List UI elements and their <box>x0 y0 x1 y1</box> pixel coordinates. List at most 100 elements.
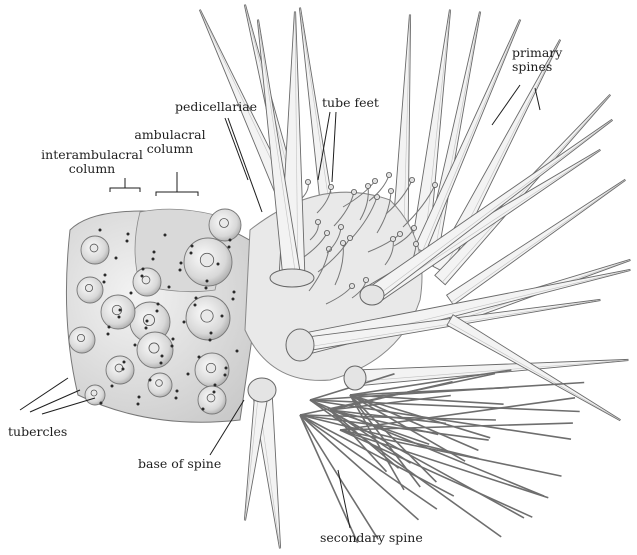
pore-dot <box>224 374 227 377</box>
pore-dot <box>205 287 208 290</box>
label-line: column <box>32 162 152 176</box>
pore-dot <box>111 385 114 388</box>
pore-dot <box>213 391 216 394</box>
tube-foot-disc <box>397 231 402 236</box>
pore-dot <box>171 345 174 348</box>
tubercle-boss <box>85 284 92 291</box>
pore-dot <box>123 361 126 364</box>
pore-dot <box>229 239 232 242</box>
pore-dot <box>153 251 156 254</box>
tubercle-boss <box>201 310 213 322</box>
pore-dot <box>104 274 107 277</box>
pore-dot <box>225 367 228 370</box>
pore-dot <box>164 234 167 237</box>
pore-dot <box>228 246 231 249</box>
pore-dot <box>130 292 133 295</box>
label-line: ambulacral <box>115 128 225 142</box>
pore-dot <box>214 384 217 387</box>
primary-spine-shade <box>442 95 610 282</box>
spine-socket <box>270 269 314 287</box>
pore-dot <box>138 396 141 399</box>
tube-foot-disc <box>386 172 391 177</box>
tube-foot-disc <box>349 283 354 288</box>
tubercles-leader <box>42 398 95 414</box>
tubercle-boss <box>200 253 213 266</box>
secondary-spine-leader <box>338 470 350 528</box>
tubercles-leader <box>30 390 80 412</box>
label-tube-feet: tube feet <box>322 96 379 110</box>
tube-foot-disc <box>363 277 368 282</box>
tube-feet-leader <box>332 112 336 182</box>
tube-foot-disc <box>351 189 356 194</box>
tubercle-boss <box>156 380 163 387</box>
primary-spines-leader <box>535 88 540 110</box>
pore-dot <box>194 304 197 307</box>
pore-dot <box>236 350 239 353</box>
pore-dot <box>157 303 160 306</box>
pore-dot <box>206 280 209 283</box>
tube-foot-disc <box>328 184 333 189</box>
pore-dot <box>198 356 201 359</box>
tubercle-boss <box>206 363 216 373</box>
pore-dot <box>161 355 164 358</box>
pore-dot <box>108 326 111 329</box>
tube-foot-disc <box>409 177 414 182</box>
tubercle-boss <box>143 314 154 325</box>
pore-dot <box>168 286 171 289</box>
pore-dot <box>187 373 190 376</box>
pore-dot <box>152 258 155 261</box>
tubercles-leader <box>20 378 68 410</box>
label-secondary-spine: secondary spine <box>320 531 423 545</box>
tube-foot-disc <box>340 240 345 245</box>
pore-dot <box>175 397 178 400</box>
label-pedicellariae: pedicellariae <box>175 100 257 114</box>
interambulacral-bracket <box>110 188 140 192</box>
tube-foot-disc <box>305 179 310 184</box>
pore-dot <box>233 291 236 294</box>
pore-dot <box>100 402 103 405</box>
pore-dot <box>191 245 194 248</box>
pore-dot <box>195 297 198 300</box>
pore-dot <box>145 327 148 330</box>
pore-dot <box>118 316 121 319</box>
label-line: primary <box>512 46 562 60</box>
pedicellariae-leader <box>225 118 248 180</box>
tubercle-boss <box>142 276 150 284</box>
pore-dot <box>232 298 235 301</box>
label-ambulacral-column: ambulacral column <box>115 128 225 156</box>
tubercle-boss <box>207 394 215 402</box>
spine-socket <box>344 366 366 390</box>
ambulacral-bracket <box>156 192 198 196</box>
tubercle-boss <box>77 334 84 341</box>
tube-foot-disc <box>347 235 352 240</box>
tubercle-boss <box>90 244 98 252</box>
pore-dot <box>217 263 220 266</box>
label-base-of-spine: base of spine <box>138 457 221 471</box>
label-line: column <box>115 142 225 156</box>
pore-dot <box>146 320 149 323</box>
pore-dot <box>160 362 163 365</box>
tube-foot-disc <box>338 224 343 229</box>
pore-dot <box>142 268 145 271</box>
label-tubercles: tubercles <box>8 425 67 439</box>
tube-foot-disc <box>390 236 395 241</box>
tubercle-boss <box>91 390 97 396</box>
label-primary-spines: primary spines <box>512 46 562 74</box>
pore-dot <box>107 333 110 336</box>
pore-dot <box>149 379 152 382</box>
tube-foot-disc <box>372 178 377 183</box>
pore-dot <box>180 262 183 265</box>
spine-socket <box>248 378 276 402</box>
tubercle-boss <box>115 364 123 372</box>
pore-dot <box>221 315 224 318</box>
pore-dot <box>134 344 137 347</box>
spine-socket <box>360 285 384 305</box>
pore-dot <box>126 240 129 243</box>
pore-dot <box>99 229 102 232</box>
tubercle-boss <box>149 343 159 353</box>
pore-dot <box>176 390 179 393</box>
pore-dot <box>179 269 182 272</box>
secondary-spines-cluster <box>300 370 584 543</box>
tube-foot-disc <box>315 219 320 224</box>
